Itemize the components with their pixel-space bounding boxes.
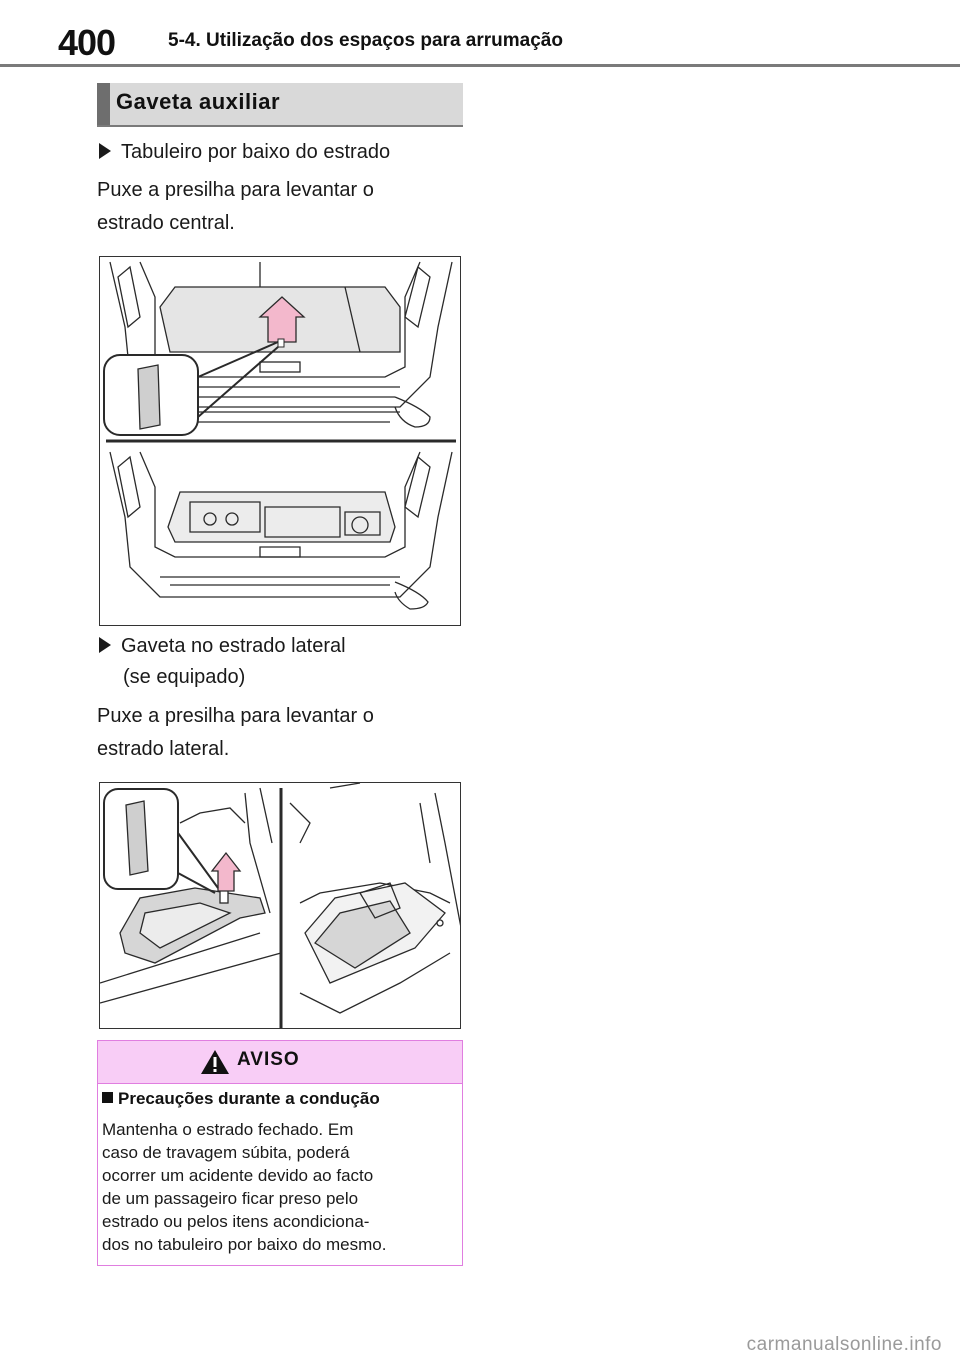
warning-triangle-icon [201,1050,229,1074]
warning-line: dos no tabuleiro por baixo do mesmo. [102,1235,387,1254]
item2-heading: Gaveta no estrado lateral [99,631,346,661]
warning-line: de um passageiro ficar preso pelo [102,1189,359,1208]
bullet-triangle-icon [99,143,111,159]
box-title: Gaveta auxiliar [116,89,281,114]
warning-line: estrado ou pelos itens acondiciona- [102,1212,370,1231]
item2-label-line2: (se equipado) [123,666,246,688]
item1-text-line: Puxe a presilha para levantar o [97,179,374,201]
warning-box: AVISO Precauções durante a condução Mant… [97,1040,463,1266]
warning-header: AVISO [98,1041,462,1084]
warning-title: AVISO [237,1049,300,1070]
warning-line: ocorrer um acidente devido ao facto [102,1166,374,1185]
square-bullet-icon [102,1092,113,1103]
item2-text-line: estrado lateral. [97,738,230,760]
page-number: 400 [58,22,116,63]
watermark: carmanualsonline.info [746,1334,942,1355]
warning-subtitle-text: Precauções durante a condução [118,1089,380,1108]
lift-arrow-icon [258,296,306,343]
warning-body: Mantenha o estrado fechado. Em caso de t… [102,1118,458,1256]
section-title: 5-4. Utilização dos espaços para arrumaç… [168,30,563,51]
warning-line: Mantenha o estrado fechado. Em [102,1120,354,1139]
item2-label: Gaveta no estrado lateral [121,635,346,657]
item1-heading: Tabuleiro por baixo do estrado [99,137,390,167]
item1-text-line: estrado central. [97,212,235,234]
warning-line: caso de travagem súbita, poderá [102,1143,350,1162]
warning-subtitle: Precauções durante a condução [102,1089,380,1109]
figure-cargo-deck [99,256,461,626]
header-divider [0,64,960,67]
item2-text: Puxe a presilha para levantar o estrado … [97,700,467,766]
cargo-deck-illustration [103,261,456,610]
side-deck-illustration [100,783,460,1028]
title-accent-bar [97,83,110,125]
item1-text: Puxe a presilha para levantar o estrado … [97,174,467,240]
item2-text-line: Puxe a presilha para levantar o [97,705,374,727]
lift-arrow-icon [210,851,242,892]
box-title-bar: Gaveta auxiliar [97,83,463,127]
figure-side-deck [99,782,461,1029]
item1-label: Tabuleiro por baixo do estrado [121,141,391,163]
bullet-triangle-icon [99,637,111,653]
